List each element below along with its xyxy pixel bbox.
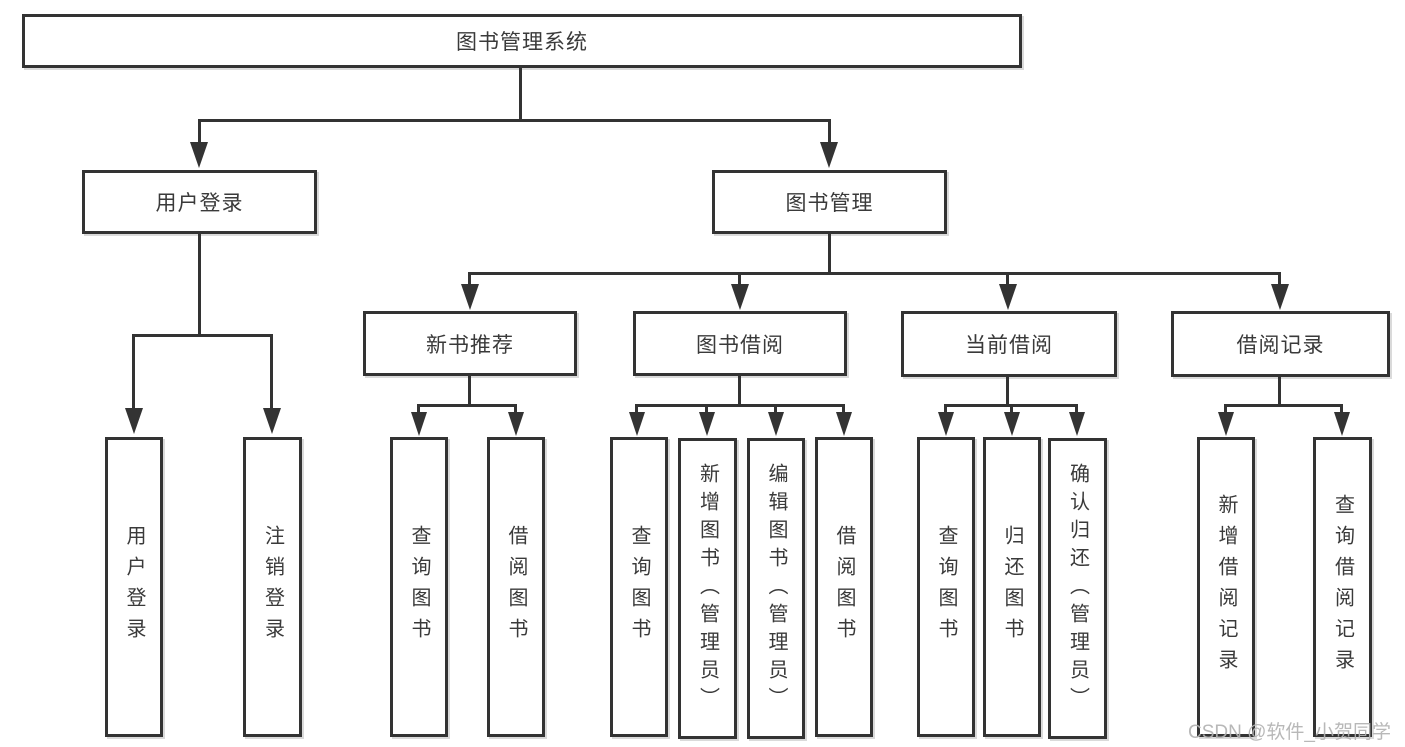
connector-drop (1075, 404, 1078, 413)
leaf-current-query-books: 查询图书 (917, 437, 975, 737)
connector-drop (514, 404, 517, 413)
node-library-system: 图书管理系统 (22, 14, 1022, 68)
connector-mgmt-stub (828, 234, 831, 275)
connector-drop (635, 404, 638, 413)
connector-user-login-drop (198, 119, 201, 145)
connector-drop (842, 404, 845, 413)
arrow-down-icon (820, 142, 838, 168)
arrow-down-icon (938, 412, 954, 436)
leaf-recommend-borrow-books: 借阅图书 (487, 437, 545, 737)
connector-sec1-stub (468, 376, 471, 407)
arrow-down-icon (629, 412, 645, 436)
connector-drop (1340, 404, 1343, 413)
connector-sec4-stub (1278, 377, 1281, 407)
node-book-borrow: 图书借阅 (633, 311, 847, 376)
connector-sec2-drop (738, 272, 741, 286)
leaf-logout: 注销登录 (243, 437, 302, 737)
node-user-login: 用户登录 (82, 170, 317, 234)
arrow-down-icon (999, 284, 1017, 310)
arrow-down-icon (411, 412, 427, 436)
connector-drop (417, 404, 420, 413)
arrow-down-icon (1218, 412, 1234, 436)
connector-sec4-distributor (1224, 404, 1343, 407)
connector-level2-distributor (198, 119, 831, 122)
arrow-down-icon (263, 408, 281, 434)
connector-book-mgmt-drop (828, 119, 831, 145)
leaf-recommend-query-books: 查询图书 (390, 437, 448, 737)
connector-sec2-stub (738, 376, 741, 407)
leaf-add-book-admin: 新增图书（管理员） (678, 438, 737, 739)
arrow-down-icon (1069, 412, 1085, 436)
connector-user-leaf2-drop (270, 334, 273, 410)
arrow-down-icon (190, 142, 208, 168)
node-new-book-recommend: 新书推荐 (363, 311, 577, 376)
connector-sec3-stub (1006, 377, 1009, 407)
node-current-borrow: 当前借阅 (901, 311, 1117, 377)
connector-root-stub (519, 68, 522, 121)
leaf-edit-book-admin: 编辑图书（管理员） (747, 438, 805, 739)
connector-sec1-distributor (417, 404, 517, 407)
connector-user-stub (198, 234, 201, 337)
arrow-down-icon (461, 284, 479, 310)
arrow-down-icon (1271, 284, 1289, 310)
arrow-down-icon (1334, 412, 1350, 436)
arrow-down-icon (508, 412, 524, 436)
leaf-borrow-query-books: 查询图书 (610, 437, 668, 737)
arrow-down-icon (125, 408, 143, 434)
leaf-add-borrow-record: 新增借阅记录 (1197, 437, 1255, 737)
arrow-down-icon (699, 412, 715, 436)
arrow-down-icon (836, 412, 852, 436)
connector-user-distributor (132, 334, 273, 337)
leaf-confirm-return-admin: 确认归还（管理员） (1048, 438, 1107, 739)
connector-drop (705, 404, 708, 413)
leaf-user-login: 用户登录 (105, 437, 163, 737)
connector-sec1-drop (468, 272, 471, 286)
connector-user-leaf1-drop (132, 334, 135, 410)
leaf-borrow-books: 借阅图书 (815, 437, 873, 737)
leaf-return-books: 归还图书 (983, 437, 1041, 737)
connector-sec2-distributor (635, 404, 845, 407)
node-borrow-records: 借阅记录 (1171, 311, 1390, 377)
arrow-down-icon (1004, 412, 1020, 436)
connector-level3-distributor (468, 272, 1281, 275)
connector-sec3-drop (1006, 272, 1009, 286)
leaf-query-borrow-record: 查询借阅记录 (1313, 437, 1372, 737)
arrow-down-icon (768, 412, 784, 436)
connector-sec4-drop (1278, 272, 1281, 286)
connector-drop (774, 404, 777, 413)
connector-drop (1224, 404, 1227, 413)
node-book-management: 图书管理 (712, 170, 947, 234)
connector-drop (1010, 404, 1013, 413)
csdn-watermark: CSDN @软件_小贺同学 (1188, 722, 1391, 743)
connector-drop (944, 404, 947, 413)
arrow-down-icon (731, 284, 749, 310)
